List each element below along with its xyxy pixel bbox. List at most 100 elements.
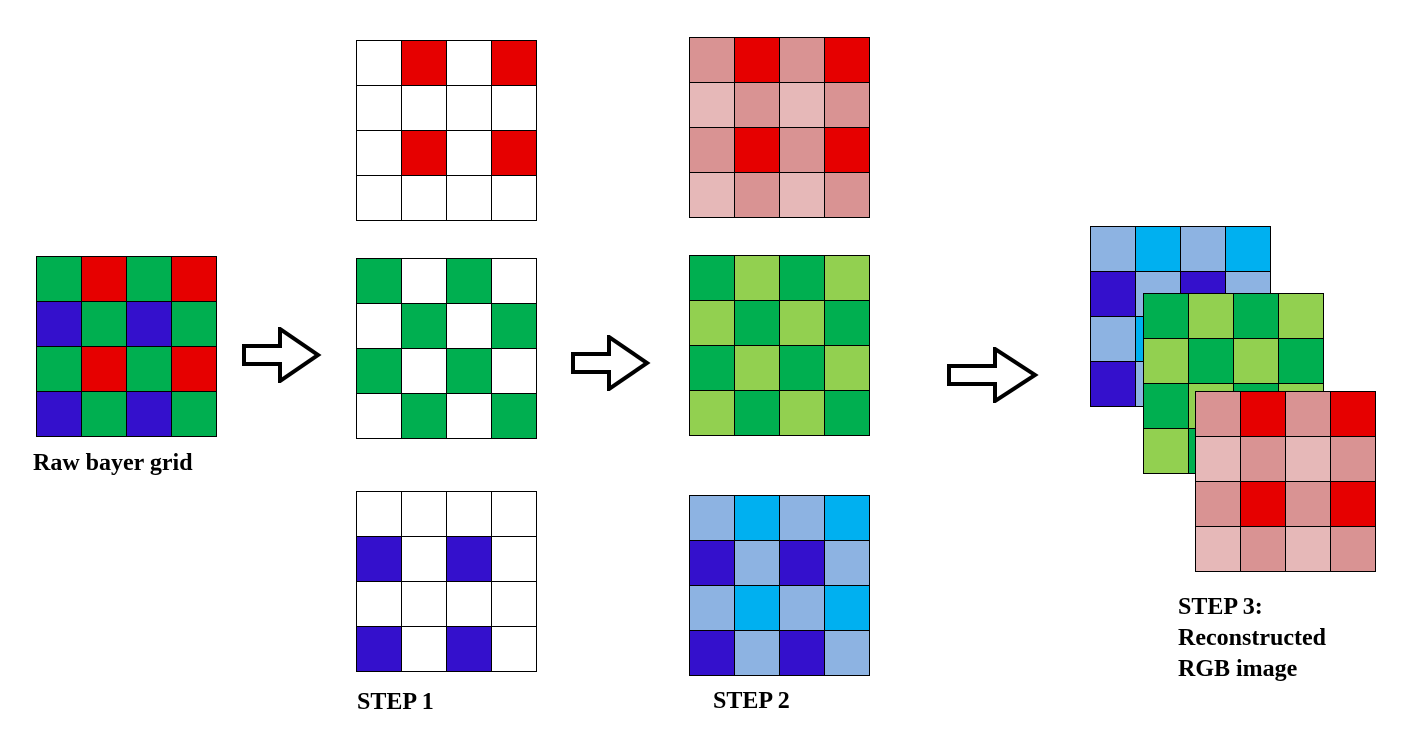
- grid-cell: [127, 392, 172, 437]
- grid-cell: [735, 301, 780, 346]
- grid-cell: [127, 302, 172, 347]
- grid-cell: [780, 586, 825, 631]
- grid-cell: [402, 349, 447, 394]
- step1-red-grid: [356, 40, 537, 221]
- grid-cell: [37, 257, 82, 302]
- grid-cell: [492, 86, 537, 131]
- step2-blue-grid: [689, 495, 870, 676]
- raw-bayer-grid-label: Raw bayer grid: [33, 450, 193, 476]
- grid-cell: [690, 83, 735, 128]
- grid-cell: [735, 496, 780, 541]
- grid-cell: [357, 86, 402, 131]
- grid-cell: [825, 38, 870, 83]
- grid-cell: [447, 86, 492, 131]
- grid-cell: [447, 582, 492, 627]
- grid-cell: [1279, 294, 1324, 339]
- grid-cell: [492, 582, 537, 627]
- grid-cell: [357, 176, 402, 221]
- grid-cell: [735, 83, 780, 128]
- grid-cell: [172, 347, 217, 392]
- grid-cell: [780, 38, 825, 83]
- grid-cell: [492, 349, 537, 394]
- grid-cell: [357, 627, 402, 672]
- grid-cell: [492, 41, 537, 86]
- grid-cell: [780, 496, 825, 541]
- grid-cell: [402, 41, 447, 86]
- grid-cell: [825, 586, 870, 631]
- grid-cell: [735, 256, 780, 301]
- grid-cell: [735, 631, 780, 676]
- grid-cell: [780, 173, 825, 218]
- grid-cell: [447, 304, 492, 349]
- grid-cell: [447, 394, 492, 439]
- grid-cell: [1091, 272, 1136, 317]
- grid-cell: [825, 346, 870, 391]
- grid-cell: [1241, 527, 1286, 572]
- grid-cell: [1234, 294, 1279, 339]
- grid-cell: [780, 256, 825, 301]
- grid-cell: [492, 259, 537, 304]
- grid-cell: [690, 346, 735, 391]
- grid-cell: [825, 83, 870, 128]
- step1-label: STEP 1: [357, 689, 434, 715]
- grid-cell: [447, 492, 492, 537]
- step3-red-grid: [1195, 391, 1376, 572]
- grid-cell: [1189, 339, 1234, 384]
- step3-label-line-3: RGB image: [1178, 656, 1298, 682]
- grid-cell: [402, 131, 447, 176]
- grid-cell: [37, 347, 82, 392]
- grid-cell: [825, 173, 870, 218]
- grid-cell: [402, 176, 447, 221]
- grid-cell: [402, 492, 447, 537]
- grid-cell: [825, 391, 870, 436]
- grid-cell: [447, 627, 492, 672]
- grid-cell: [357, 259, 402, 304]
- grid-cell: [447, 349, 492, 394]
- grid-cell: [735, 346, 780, 391]
- grid-cell: [357, 41, 402, 86]
- grid-cell: [492, 537, 537, 582]
- grid-cell: [447, 259, 492, 304]
- grid-cell: [780, 83, 825, 128]
- grid-cell: [357, 131, 402, 176]
- grid-cell: [735, 541, 780, 586]
- grid-cell: [780, 391, 825, 436]
- grid-cell: [735, 38, 780, 83]
- grid-cell: [1241, 482, 1286, 527]
- grid-cell: [172, 257, 217, 302]
- arrow-icon: [571, 335, 651, 391]
- grid-cell: [825, 128, 870, 173]
- grid-cell: [402, 537, 447, 582]
- grid-cell: [492, 627, 537, 672]
- grid-cell: [357, 349, 402, 394]
- arrow-icon: [242, 327, 322, 383]
- grid-cell: [357, 492, 402, 537]
- grid-cell: [825, 541, 870, 586]
- grid-cell: [402, 582, 447, 627]
- grid-cell: [82, 302, 127, 347]
- grid-cell: [37, 302, 82, 347]
- grid-cell: [402, 394, 447, 439]
- step3-label-line-2: Reconstructed: [1178, 625, 1326, 651]
- grid-cell: [447, 176, 492, 221]
- grid-cell: [1196, 392, 1241, 437]
- grid-cell: [780, 631, 825, 676]
- grid-cell: [1144, 384, 1189, 429]
- grid-cell: [690, 256, 735, 301]
- grid-cell: [780, 301, 825, 346]
- grid-cell: [1196, 437, 1241, 482]
- step2-green-grid: [689, 255, 870, 436]
- grid-cell: [825, 631, 870, 676]
- grid-cell: [825, 496, 870, 541]
- grid-cell: [1286, 437, 1331, 482]
- grid-cell: [357, 537, 402, 582]
- arrow-icon: [947, 347, 1039, 403]
- grid-cell: [735, 173, 780, 218]
- grid-cell: [492, 304, 537, 349]
- grid-cell: [690, 128, 735, 173]
- grid-cell: [1234, 339, 1279, 384]
- grid-cell: [690, 391, 735, 436]
- grid-cell: [1091, 362, 1136, 407]
- grid-cell: [82, 347, 127, 392]
- grid-cell: [1144, 339, 1189, 384]
